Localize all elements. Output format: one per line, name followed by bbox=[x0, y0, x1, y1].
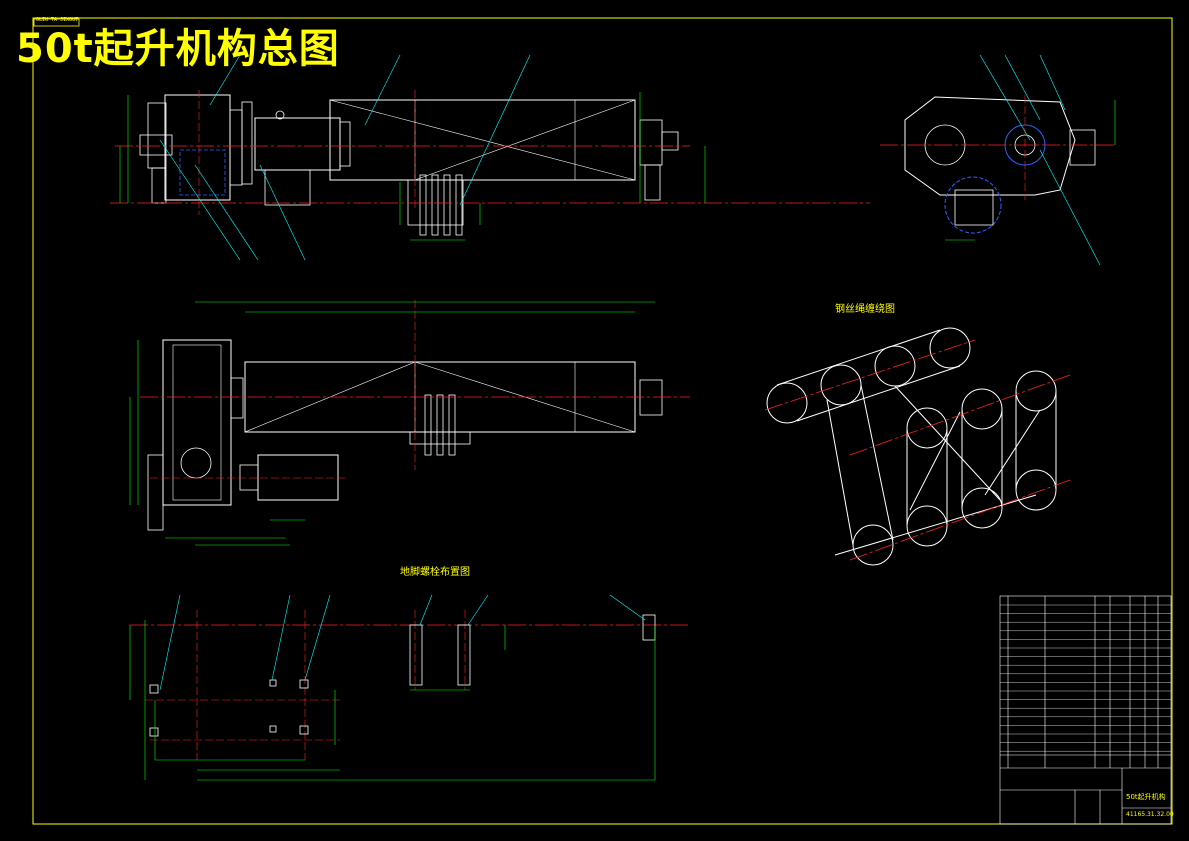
foundation-layout-title: 地脚螺栓布置图 bbox=[400, 567, 470, 578]
front-view bbox=[110, 54, 870, 261]
top-gearbox-body bbox=[162, 339, 232, 506]
gearbox-body bbox=[164, 94, 231, 201]
title-block-drawing-number: 41165.31.32.00 bbox=[1126, 811, 1174, 818]
title-block-drawing-name: 50t起升机构 bbox=[1126, 793, 1166, 801]
foundation-bolt-layout bbox=[129, 594, 690, 781]
top-motor-body bbox=[257, 454, 339, 501]
drawing-title: 50t起升机构总图 bbox=[16, 26, 340, 72]
drawing-stamp: OLIU TA JIXOUT bbox=[36, 17, 79, 23]
side-gearbox-outline bbox=[904, 96, 1076, 196]
rope-diagram-title: 钢丝绳缠绕图 bbox=[835, 304, 895, 315]
title-stamp-box bbox=[33, 18, 80, 27]
rope-reeving-diagram bbox=[766, 327, 1057, 566]
drawing-frame bbox=[32, 17, 1173, 825]
drum-body bbox=[329, 99, 636, 181]
top-view bbox=[129, 300, 690, 546]
parts-table bbox=[999, 595, 1172, 825]
side-view bbox=[880, 54, 1116, 266]
motor-body bbox=[254, 117, 341, 171]
parts-table-rows bbox=[1000, 604, 1171, 752]
